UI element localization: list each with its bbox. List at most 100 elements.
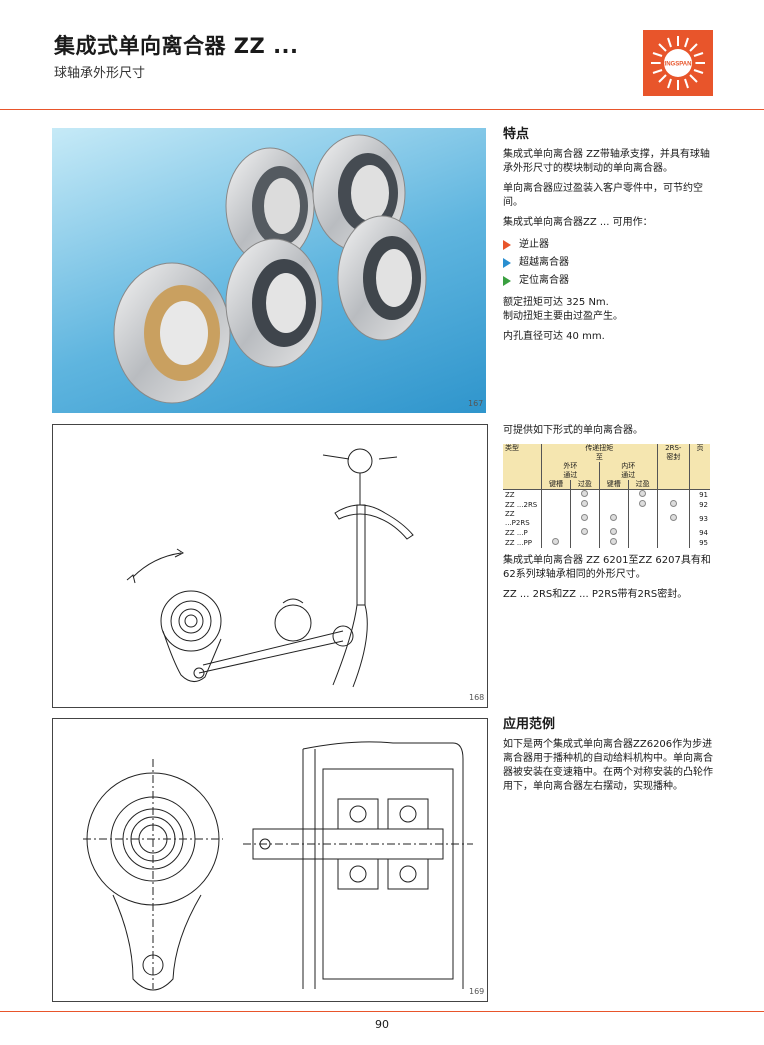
col-seal-header: 2RS- xyxy=(657,444,691,453)
type-cell xyxy=(657,510,691,528)
available-dot-icon xyxy=(669,514,677,521)
col-page-header: 页 xyxy=(689,444,710,453)
col-press-inner: 过盈 xyxy=(628,480,658,490)
type-page: 92 xyxy=(699,500,708,509)
page-title: 集成式单向离合器 ZZ ... xyxy=(54,34,299,58)
type-cell xyxy=(657,538,691,548)
col-inner-header: 内环 xyxy=(599,462,658,471)
use-label: 逆止器 xyxy=(519,239,549,250)
features-heading: 特点 xyxy=(503,127,530,142)
available-dot-icon xyxy=(581,514,589,521)
application-text: 如下是两个集成式单向离合器ZZ6206作为步进离合器用于播种机的自动给料机构中。… xyxy=(503,739,713,792)
available-dot-icon xyxy=(610,538,618,545)
available-dot-icon xyxy=(610,514,618,521)
type-name: ZZ ...PP xyxy=(503,538,542,548)
use-item-overrunning: 超越离合器 xyxy=(503,254,715,272)
use-item-indexing: 定位离合器 xyxy=(503,272,715,290)
features-para-1: 集成式单向离合器 ZZ带轴承支撑，并具有球轴承外形尺寸的楔块制动的单向离合器。 xyxy=(503,149,710,174)
table-row: ZZ ...PP 95 xyxy=(503,538,710,548)
type-name: ZZ ...2RS xyxy=(503,500,542,510)
type-cell xyxy=(541,489,571,500)
page-subtitle: 球轴承外形尺寸 xyxy=(54,66,146,81)
type-cell xyxy=(599,538,629,548)
type-cell xyxy=(628,538,658,548)
available-dot-icon xyxy=(581,500,589,507)
type-cell xyxy=(541,538,571,548)
features-section: 特点 集成式单向离合器 ZZ带轴承支撑，并具有球轴承外形尺寸的楔块制动的单向离合… xyxy=(503,128,715,350)
type-cell xyxy=(570,538,600,548)
type-cell xyxy=(628,510,658,528)
types-section: 可提供如下形式的单向离合器。 类型 传递扭矩 2RS- 页 至 密封 外环 内环… xyxy=(503,424,715,608)
col-to-header: 至 xyxy=(541,453,658,462)
type-cell xyxy=(599,500,629,510)
use-label: 定位离合器 xyxy=(519,275,569,286)
col-via-outer: 通过 xyxy=(541,471,600,480)
type-cell xyxy=(599,528,629,538)
logo-text: RINGSPANN xyxy=(660,62,696,68)
torque-line-1: 额定扭矩可达 325 Nm. xyxy=(503,297,609,308)
application-section: 应用范例 如下是两个集成式单向离合器ZZ6206作为步进离合器用于播种机的自动给… xyxy=(503,718,715,800)
types-intro: 可提供如下形式的单向离合器。 xyxy=(503,425,643,436)
available-dot-icon xyxy=(581,528,589,535)
col-transmit-header: 传递扭矩 xyxy=(541,444,658,453)
type-cell xyxy=(570,500,600,510)
available-dot-icon xyxy=(581,490,589,497)
table-row: ZZ ...P2RS 93 xyxy=(503,510,710,528)
type-cell xyxy=(599,489,629,500)
available-dot-icon xyxy=(639,500,647,507)
type-cell xyxy=(541,500,571,510)
type-page: 95 xyxy=(699,538,708,547)
bearing-photo: 167 xyxy=(52,128,486,413)
ringspann-logo: RINGSPANN xyxy=(643,30,713,96)
arrow-right-icon xyxy=(503,276,511,286)
col-keyway-inner: 键槽 xyxy=(599,480,629,490)
type-name: ZZ ...P2RS xyxy=(503,510,542,528)
mechanism-drawing: 168 xyxy=(52,424,488,708)
footer-divider xyxy=(0,1011,764,1012)
col-outer-header: 外环 xyxy=(541,462,600,471)
col-via-inner: 通过 xyxy=(599,471,658,480)
available-dot-icon xyxy=(669,500,677,507)
header-divider xyxy=(0,109,764,110)
type-cell xyxy=(628,489,658,500)
figure-number-169: 169 xyxy=(469,987,484,996)
available-dot-icon xyxy=(610,528,618,535)
types-note-1: 集成式单向离合器 ZZ 6201至ZZ 6207具有和62系列球轴承相同的外形尺… xyxy=(503,555,711,580)
use-label: 超越离合器 xyxy=(519,257,569,268)
type-cell xyxy=(628,500,658,510)
type-cell xyxy=(657,528,691,538)
type-page: 94 xyxy=(699,528,708,537)
type-cell xyxy=(570,528,600,538)
type-cell xyxy=(657,489,691,500)
col-keyway-outer: 键槽 xyxy=(541,480,571,490)
application-drawing: 169 xyxy=(52,718,488,1002)
torque-line-2: 制动扭矩主要由过盈产生。 xyxy=(503,311,623,322)
type-cell xyxy=(570,510,600,528)
type-page: 91 xyxy=(699,490,708,499)
table-row: ZZ ...P 94 xyxy=(503,528,710,538)
arrow-right-icon xyxy=(503,240,511,250)
col-press-outer: 过盈 xyxy=(570,480,600,490)
type-cell xyxy=(570,489,600,500)
type-cell xyxy=(599,510,629,528)
available-dot-icon xyxy=(639,490,647,497)
col-type-header: 类型 xyxy=(503,444,542,453)
types-note-2: ZZ ... 2RS和ZZ ... P2RS带有2RS密封。 xyxy=(503,589,688,600)
arrow-right-icon xyxy=(503,258,511,268)
type-cell xyxy=(541,510,571,528)
table-row: ZZ ...2RS 92 xyxy=(503,500,710,510)
type-page: 93 xyxy=(699,514,708,523)
figure-number-167: 167 xyxy=(468,399,483,408)
col-seal2-header: 密封 xyxy=(657,453,691,462)
features-para-2: 单向离合器应过盈装入客户零件中，可节约空间。 xyxy=(503,183,703,208)
page-number: 90 xyxy=(375,1018,389,1031)
application-heading: 应用范例 xyxy=(503,717,556,732)
features-para-3: 集成式单向离合器ZZ ... 可用作： xyxy=(503,217,653,228)
use-item-backstop: 逆止器 xyxy=(503,236,715,254)
type-name: ZZ ...P xyxy=(503,528,542,538)
bore-text: 内孔直径可达 40 mm. xyxy=(503,331,605,342)
available-dot-icon xyxy=(552,538,560,545)
types-table: 类型 传递扭矩 2RS- 页 至 密封 外环 内环 通过 通过 键槽 过盈 键 xyxy=(503,444,710,548)
